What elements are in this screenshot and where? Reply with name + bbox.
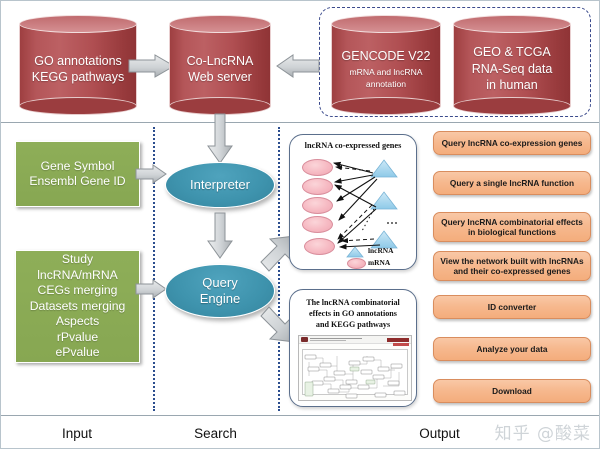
output-button-view-network[interactable]: View the network built with lncRNAs and … xyxy=(433,251,591,281)
cylinder-line-2: RNA-Seq data xyxy=(471,61,553,76)
kegg-map-area xyxy=(302,349,408,399)
input-line: Ensembl Gene ID xyxy=(29,174,126,188)
cylinder-bottom xyxy=(19,97,137,115)
kegg-title-text xyxy=(310,337,362,340)
kegg-header-badge-secondary xyxy=(393,342,409,346)
cylinder-gencode: GENCODE V22 mRNA and lncRNA annotation xyxy=(331,15,441,115)
input-line: CEGs merging xyxy=(37,283,118,298)
cylinder-top xyxy=(19,15,137,33)
output-panel-kegg-pathways: The lncRNA combinatorial effects in GO a… xyxy=(289,289,417,407)
bottom-divider-rule xyxy=(1,415,599,416)
search-node-interpreter[interactable]: Interpreter xyxy=(165,162,275,208)
network-edges xyxy=(332,161,397,250)
output-button-download[interactable]: Download xyxy=(433,379,591,403)
arrow-server-to-interpreter xyxy=(206,113,234,165)
panel-title-coexpressed-genes: lncRNA co-expressed genes xyxy=(304,141,402,150)
cylinder-line-1: GO annotations xyxy=(34,53,122,68)
watermark: 知乎 @酸菜 xyxy=(494,424,591,444)
kegg-logo xyxy=(301,337,308,342)
mrna-node xyxy=(302,197,333,214)
kegg-header-badge xyxy=(387,337,409,342)
input-line: Study xyxy=(61,252,94,267)
mrna-node xyxy=(302,159,333,176)
interpreter-label: Interpreter xyxy=(190,177,250,193)
cylinder-body xyxy=(169,24,271,106)
legend-lncrna-icon xyxy=(346,245,364,263)
kegg-map-graphics xyxy=(304,354,406,399)
legend-mrna-icon xyxy=(347,258,366,269)
query-engine-line-2: Engine xyxy=(199,291,241,306)
arrow-input2-to-query-engine xyxy=(134,278,168,300)
cylinder-line-1: GENCODE V22 xyxy=(341,48,431,63)
output-button-query-single-lncrna-function[interactable]: Query a single lncRNA function xyxy=(433,171,591,195)
cylinder-line-1: Co-LncRNA xyxy=(186,53,254,68)
kegg-subtitle-text xyxy=(310,340,346,342)
legend-lncrna-label: lncRNA xyxy=(368,246,394,255)
divider-input-search xyxy=(153,127,155,411)
cylinder-geo-tcga: GEO & TCGA RNA-Seq data in human xyxy=(453,15,571,115)
data-sources-band: GO annotations KEGG pathways xyxy=(1,1,599,123)
column-label-search: Search xyxy=(194,425,237,441)
cylinder-line-2: mRNA and lncRNA xyxy=(349,67,423,78)
mrna-node xyxy=(302,216,333,233)
kegg-header-bar xyxy=(299,336,411,344)
output-panel-coexpression-network: lncRNA co-expressed genes xyxy=(289,134,417,270)
top-divider-rule xyxy=(1,122,599,123)
panel-title-line-2: effects in GO annotations xyxy=(309,309,397,318)
input-box-gene-identifiers[interactable]: Gene Symbol Ensembl Gene ID xyxy=(15,141,140,207)
input-line: rPvalue xyxy=(56,329,99,344)
lncrna-node xyxy=(370,191,398,215)
input-line: Datasets merging xyxy=(29,298,126,313)
cylinder-go-kegg: GO annotations KEGG pathways xyxy=(19,15,137,115)
cylinder-server-label: Co-LncRNA Web server xyxy=(171,33,269,105)
cylinder-line-1: GEO & TCGA xyxy=(473,45,551,60)
cylinder-line-2: KEGG pathways xyxy=(31,70,125,84)
query-engine-line-1: Query xyxy=(202,275,238,291)
cylinder-gencode-label: GENCODE V22 mRNA and lncRNA annotation xyxy=(333,33,439,105)
arrow-input1-to-interpreter xyxy=(134,163,168,185)
divider-search-output xyxy=(278,127,280,411)
cylinder-geo-label: GEO & TCGA RNA-Seq data in human xyxy=(455,33,569,105)
lncrna-node xyxy=(370,230,398,254)
cylinder-top xyxy=(331,15,441,33)
arrow-interpreter-to-query-engine xyxy=(206,212,234,260)
input-line: ePvalue xyxy=(55,345,100,360)
cylinder-bottom xyxy=(453,97,571,115)
output-button-query-combinatorial-effects[interactable]: Query lncRNA combinatorial effects in bi… xyxy=(433,212,591,242)
cylinder-top xyxy=(169,15,271,33)
column-label-output: Output xyxy=(419,425,460,441)
cylinder-line-3: annotation xyxy=(365,78,407,89)
column-label-input: Input xyxy=(61,425,93,441)
output-button-query-coexpression-genes[interactable]: Query lncRNA co-expression genes xyxy=(433,131,591,155)
cylinder-co-lncrna-server: Co-LncRNA Web server xyxy=(169,15,271,115)
search-node-query-engine[interactable]: Query Engine xyxy=(165,264,275,318)
lncrna-node xyxy=(370,159,398,183)
output-button-analyze-your-data[interactable]: Analyze your data xyxy=(433,337,591,361)
output-button-id-converter[interactable]: ID converter xyxy=(433,295,591,319)
cylinder-go-kegg-label: GO annotations KEGG pathways xyxy=(21,33,135,105)
cylinder-body xyxy=(331,24,441,106)
legend-mrna-label: mRNA xyxy=(368,258,391,267)
input-line: Aspects xyxy=(55,314,100,329)
panel-title-line-3: and KEGG pathways xyxy=(315,320,391,329)
panel-title-line-1: The lncRNA combinatorial xyxy=(306,298,400,307)
cylinder-bottom xyxy=(331,97,441,115)
cylinder-top xyxy=(453,15,571,33)
kegg-pathway-thumbnail xyxy=(298,335,412,401)
cylinder-body xyxy=(453,24,571,106)
input-line: lncRNA/mRNA xyxy=(37,267,118,282)
input-line: Gene Symbol xyxy=(40,158,115,173)
mrna-node xyxy=(304,238,335,255)
mrna-node xyxy=(302,178,333,195)
arrow-go-to-server xyxy=(127,53,177,79)
cylinder-line-3: in human xyxy=(486,78,538,93)
arrow-sources-to-server xyxy=(275,53,321,79)
cylinder-line-2: Web server xyxy=(188,70,252,84)
input-box-parameters[interactable]: Study lncRNA/mRNA CEGs merging Datasets … xyxy=(15,250,140,363)
